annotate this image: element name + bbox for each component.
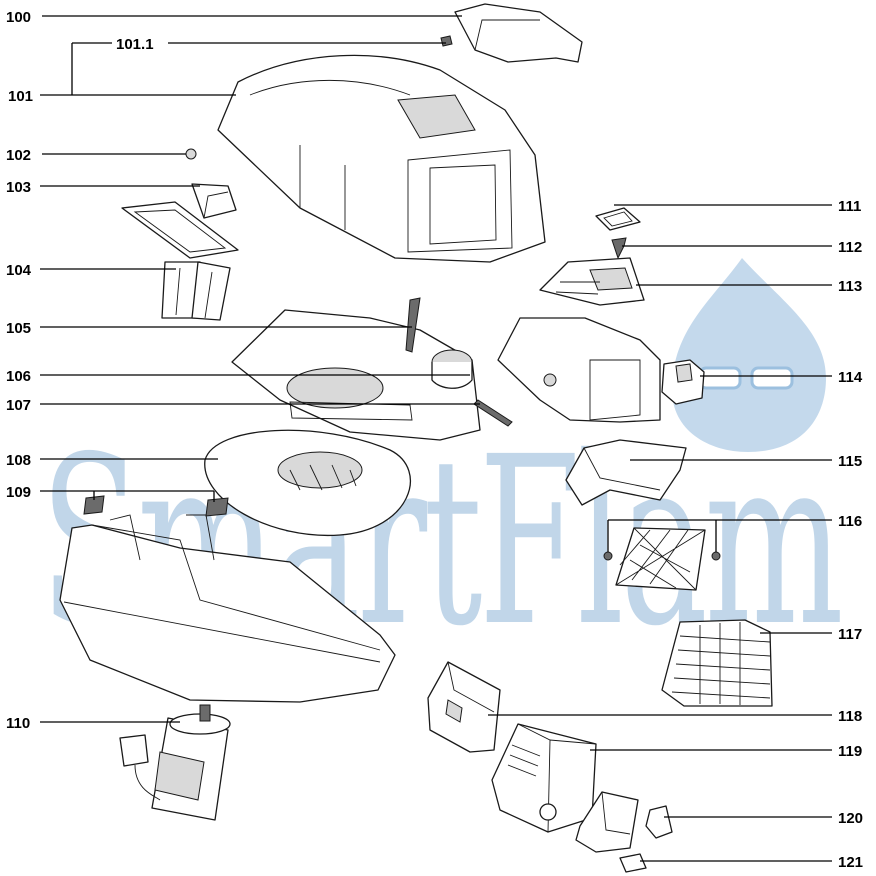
callout-112: 112 (838, 239, 862, 256)
callout-101-1: 101.1 (116, 36, 154, 53)
callout-121: 121 (838, 854, 863, 871)
flame-logo-icon (672, 258, 826, 452)
part-113-control-panel (539, 257, 645, 306)
callout-119: 119 (838, 743, 862, 760)
callout-103: 103 (6, 179, 31, 196)
part-101-1-screw (440, 35, 453, 47)
callout-106: 106 (6, 368, 31, 385)
part-114-valve (661, 359, 705, 405)
part-118-control-box (427, 661, 501, 753)
part-108-fan-wheel (204, 429, 412, 537)
part-burner-housing (497, 317, 661, 423)
part-107-rod (473, 399, 513, 427)
callout-118: 118 (838, 708, 862, 725)
part-104-filters (161, 261, 231, 321)
callouts: 100 101.1 101 102 103 104 105 106 107 10… (6, 9, 863, 871)
callout-117: 117 (838, 626, 862, 643)
leader-lines (40, 15, 832, 862)
callout-102: 102 (6, 147, 31, 164)
callout-114: 114 (838, 369, 863, 386)
part-109-clips (83, 495, 229, 517)
part-102-nut (185, 148, 197, 160)
part-112-screw (611, 237, 627, 260)
part-121-terminal (619, 853, 647, 873)
part-106-blower-motor (431, 349, 473, 389)
callout-113: 113 (838, 278, 862, 295)
parts (59, 3, 773, 873)
part-101-hood (217, 54, 546, 263)
callout-104: 104 (6, 262, 32, 279)
callout-107: 107 (6, 397, 31, 414)
callout-110: 110 (6, 715, 30, 732)
glasses-icon (698, 366, 742, 390)
part-100-lid (454, 3, 583, 63)
part-119-enclosure (491, 723, 597, 833)
callout-111: 111 (838, 198, 861, 215)
callout-105: 105 (6, 320, 31, 337)
callout-120: 120 (838, 810, 863, 827)
callout-115: 115 (838, 453, 862, 470)
part-115-heat-shield (565, 439, 687, 506)
part-111-gasket (595, 207, 641, 231)
callout-101: 101 (8, 88, 33, 105)
part-110-motor (119, 704, 231, 821)
callout-116: 116 (838, 513, 862, 530)
part-117-grille (661, 619, 773, 707)
part-103-bracket (121, 183, 239, 259)
part-120-connectors (575, 791, 673, 853)
callout-109: 109 (6, 484, 31, 501)
part-base-housing (59, 514, 396, 703)
callout-108: 108 (6, 452, 31, 469)
callout-100: 100 (6, 9, 31, 26)
